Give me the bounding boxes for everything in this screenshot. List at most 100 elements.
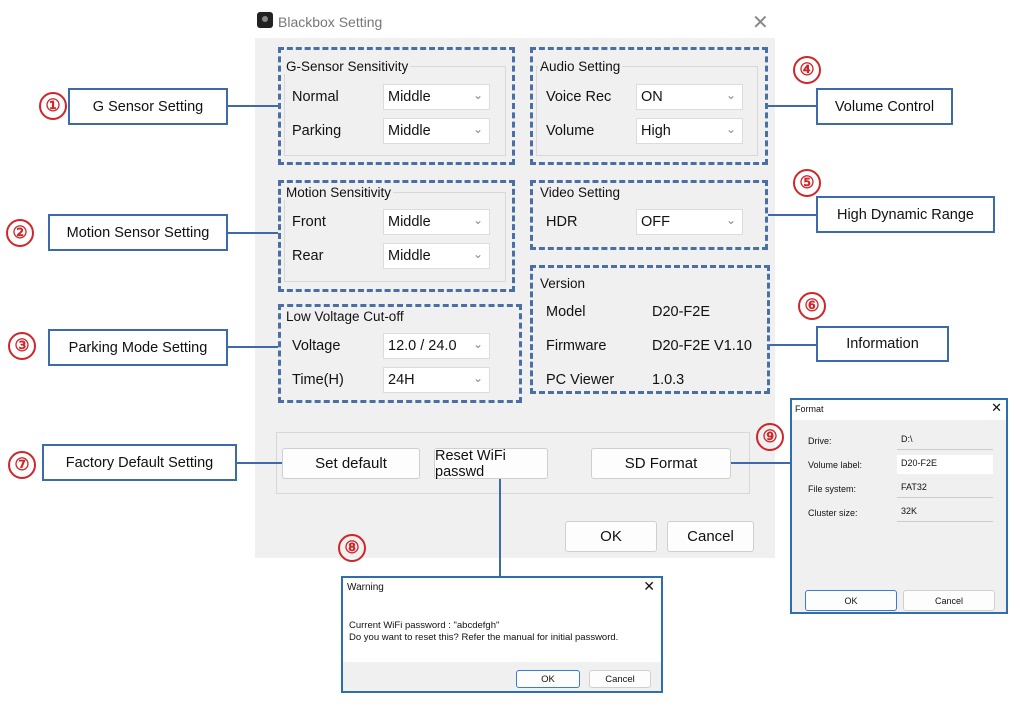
warning-message: Current WiFi password : "abcdefgh"Do you… [349, 620, 618, 644]
pc-viewer-value: 1.0.3 [652, 372, 685, 388]
voltage-title: Low Voltage Cut-off [284, 309, 406, 324]
warning-ok-button[interactable]: OK [516, 670, 580, 688]
audio-title: Audio Setting [538, 59, 623, 74]
normal-select[interactable]: Middle⌄ [383, 84, 490, 110]
firmware-value: D20-F2E V1.10 [652, 338, 752, 354]
model-value: D20-F2E [652, 304, 711, 320]
callout-number: ⑤ [793, 169, 821, 197]
chevron-down-icon: ⌄ [472, 213, 483, 227]
cancel-button[interactable]: Cancel [667, 521, 754, 552]
close-icon[interactable]: ✕ [991, 400, 1002, 415]
connector-line [768, 214, 816, 216]
callout-number: ② [6, 219, 34, 247]
motion-highlight [278, 180, 515, 292]
rear-value: Middle [388, 248, 431, 264]
callout-number: ⑧ [338, 534, 366, 562]
connector-line [228, 346, 278, 348]
file-system-label: File system: [808, 484, 857, 494]
parking-select[interactable]: Middle ⌄ [383, 118, 490, 144]
drive-label: Drive: [808, 436, 832, 446]
hdr-label: HDR [546, 214, 578, 230]
chevron-down-icon: ⌄ [472, 371, 483, 385]
video-highlight [530, 180, 768, 250]
volume-select[interactable]: High ⌄ [636, 118, 743, 144]
hdr-value: OFF [641, 214, 670, 230]
time-select[interactable]: 24H ⌄ [383, 367, 490, 393]
volume-label: Volume [546, 123, 595, 139]
audio-group [536, 66, 758, 156]
connector-line [237, 462, 282, 464]
motion-group [284, 192, 506, 282]
voltage-highlight [278, 304, 522, 403]
chevron-down-icon: ⌄ [725, 122, 736, 136]
gsensor-title: G-Sensor Sensitivity [284, 59, 411, 74]
model-label: Model [546, 304, 586, 320]
warning-dialog: Warning ✕ Current WiFi password : "abcde… [341, 576, 663, 693]
connector-line [228, 105, 278, 107]
connector-line [770, 344, 816, 346]
sd-format-button[interactable]: SD Format [591, 448, 731, 479]
chevron-down-icon: ⌄ [472, 88, 483, 102]
parking-value: Middle [388, 123, 431, 139]
callout-information: Information [816, 326, 949, 362]
set-default-button[interactable]: Set default [282, 448, 420, 479]
chevron-down-icon: ⌄ [725, 88, 736, 102]
callout-parking: Parking Mode Setting [48, 329, 228, 366]
window-title: Blackbox Setting [278, 14, 383, 30]
hdr-select[interactable]: OFF ⌄ [636, 209, 743, 235]
front-value: Middle [388, 214, 431, 230]
normal-label: Normal [292, 89, 339, 105]
version-highlight [530, 265, 770, 394]
voltage-value: 12.0 / 24.0 [388, 338, 457, 354]
rear-label: Rear [292, 248, 324, 264]
close-icon[interactable]: ✕ [752, 12, 769, 34]
voice-rec-value: ON [641, 89, 663, 105]
warning-title: Warning [347, 582, 384, 593]
format-titlebar [792, 400, 1006, 420]
pc-viewer-label: PC Viewer [546, 372, 615, 388]
front-select[interactable]: Middle ⌄ [383, 209, 490, 235]
warning-line1: Current WiFi password : "abcdefgh" [349, 620, 500, 631]
callout-number: ④ [793, 56, 821, 84]
video-title: Video Setting [538, 185, 623, 200]
callout-g-sensor: G Sensor Setting [68, 88, 228, 125]
format-title: Format [795, 404, 824, 414]
file-system-value: FAT32 [897, 479, 993, 498]
voltage-select[interactable]: 12.0 / 24.0 ⌄ [383, 333, 490, 359]
chevron-down-icon: ⌄ [472, 247, 483, 261]
warning-line2: Do you want to reset this? Refer the man… [349, 632, 619, 643]
volume-label-label: Volume label: [808, 460, 863, 470]
voice-rec-select[interactable]: ON ⌄ [636, 84, 743, 110]
callout-volume: Volume Control [816, 88, 953, 125]
version-title: Version [538, 276, 588, 291]
volume-label-input[interactable]: D20-F2E [897, 455, 993, 474]
motion-title: Motion Sensitivity [284, 185, 394, 200]
rear-select[interactable]: Middle ⌄ [383, 243, 490, 269]
audio-highlight [530, 47, 768, 165]
warning-cancel-button[interactable]: Cancel [589, 670, 651, 688]
close-icon[interactable]: ✕ [643, 578, 655, 594]
gsensor-highlight [278, 47, 515, 165]
format-dialog: Format ✕ Drive: D:\ Volume label: D20-F2… [790, 398, 1008, 614]
volume-value: High [641, 123, 671, 139]
reset-wifi-button[interactable]: Reset WiFi passwd [434, 448, 548, 480]
front-label: Front [292, 214, 326, 230]
time-value: 24H [388, 372, 415, 388]
drive-value: D:\ [897, 431, 993, 450]
callout-factory-default: Factory Default Setting [42, 444, 237, 481]
format-ok-button[interactable]: OK [805, 590, 897, 611]
cluster-size-label: Cluster size: [808, 508, 858, 518]
chevron-down-icon: ⌄ [725, 213, 736, 227]
connector-line [768, 105, 816, 107]
chevron-down-icon: ⌄ [472, 337, 483, 351]
connector-line [228, 232, 278, 234]
format-cancel-button[interactable]: Cancel [903, 590, 995, 611]
callout-number: ③ [8, 332, 36, 360]
callout-motion: Motion Sensor Setting [48, 214, 228, 251]
callout-number: ⑥ [798, 292, 826, 320]
time-label: Time(H) [292, 372, 344, 388]
app-icon [257, 12, 273, 28]
callout-hdr: High Dynamic Range [816, 196, 995, 233]
ok-button[interactable]: OK [565, 521, 657, 552]
chevron-down-icon: ⌄ [472, 122, 483, 136]
